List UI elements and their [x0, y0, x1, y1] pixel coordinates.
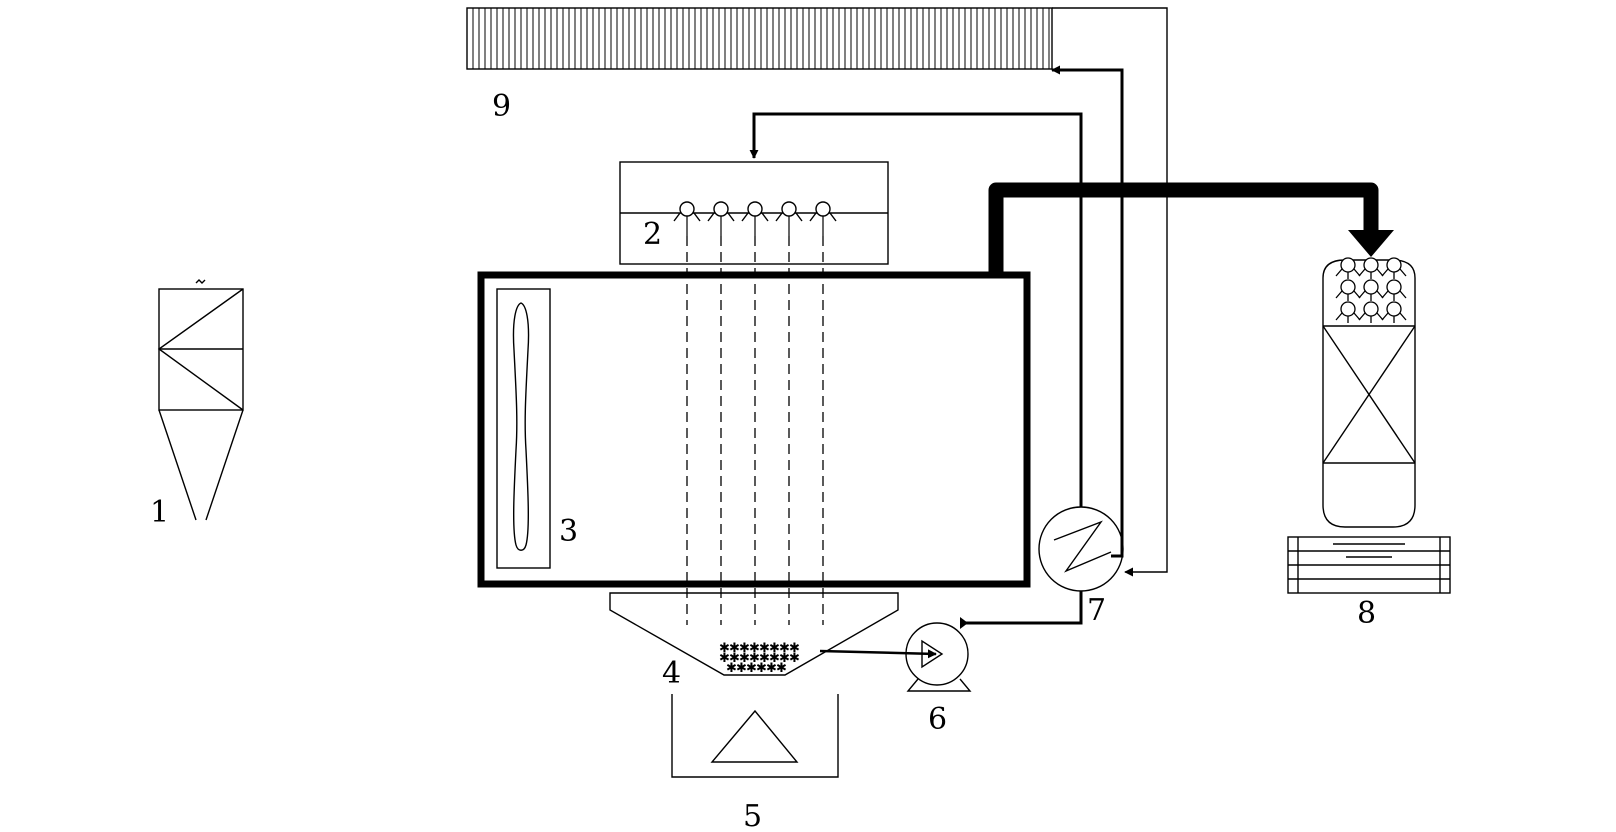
- particle: ✱: [719, 641, 730, 656]
- particle: ✱: [746, 661, 757, 676]
- stirrer-blade: [512, 302, 530, 551]
- label-collector: 5: [743, 799, 762, 832]
- hopper: ✱✱✱✱✱✱✱✱✱✱✱✱✱✱✱✱✱✱✱✱✱✱: [609, 592, 899, 676]
- particle: ✱: [729, 641, 740, 656]
- spray-nozzle: [741, 201, 769, 236]
- column-nozzle: [1358, 257, 1384, 279]
- column-nozzle: [1381, 279, 1407, 301]
- radiator: [466, 7, 1053, 70]
- label-radiator: 9: [492, 89, 511, 124]
- column-nozzle: [1335, 279, 1361, 301]
- particle: ✱: [759, 641, 770, 656]
- particle: ✱: [729, 651, 740, 666]
- particle: ✱: [779, 651, 790, 666]
- column-nozzle: [1358, 279, 1384, 301]
- spray-nozzle: [775, 201, 803, 236]
- duct-arrow: [1348, 230, 1394, 257]
- spray-lines: [686, 236, 824, 625]
- particle: ✱: [789, 641, 800, 656]
- cyclone-separator: [157, 279, 244, 521]
- radiator-fins: [472, 8, 1050, 69]
- column-nozzle: [1381, 301, 1407, 323]
- particle-cluster: ✱✱✱✱✱✱✱✱✱✱✱✱✱✱✱✱✱✱✱✱✱✱: [719, 641, 800, 676]
- particle: ✱: [739, 641, 750, 656]
- spray-nozzle-unit: [619, 161, 889, 265]
- label-chamber: 3: [559, 514, 578, 549]
- column-nozzle: [1358, 301, 1384, 323]
- particle: ✱: [769, 651, 780, 666]
- label-cyclone: 1: [150, 495, 169, 530]
- spray-nozzle: [673, 201, 701, 236]
- tank-base: [1287, 536, 1451, 594]
- label-heat-exchanger: 7: [1087, 593, 1106, 628]
- main-chamber: [477, 271, 1031, 588]
- column-nozzle: [1335, 257, 1361, 279]
- absorption-column: [1322, 257, 1416, 528]
- label-hopper: 4: [662, 656, 681, 691]
- particle: ✱: [739, 651, 750, 666]
- column-nozzle: [1381, 257, 1407, 279]
- spray-nozzles: [673, 201, 837, 236]
- number-labels: 1 2 3 4 5 6 7 8 9: [150, 89, 1376, 832]
- particle: ✱: [769, 641, 780, 656]
- particle: ✱: [756, 661, 767, 676]
- label-tank-base: 8: [1357, 596, 1376, 631]
- particle: ✱: [789, 651, 800, 666]
- particle: ✱: [749, 651, 760, 666]
- spray-nozzle: [809, 201, 837, 236]
- spray-nozzle: [707, 201, 735, 236]
- particle: ✱: [776, 661, 787, 676]
- piping: [749, 7, 1394, 659]
- heat-exchanger: [1038, 506, 1124, 592]
- label-spray-unit: 2: [643, 217, 662, 252]
- particle: ✱: [766, 661, 777, 676]
- particle: ✱: [759, 651, 770, 666]
- collector-bin: [671, 694, 839, 778]
- pump: [905, 622, 972, 692]
- column-spray-nozzles: [1335, 257, 1407, 323]
- label-pump: 6: [928, 702, 947, 737]
- particle: ✱: [749, 641, 760, 656]
- particle: ✱: [736, 661, 747, 676]
- particle: ✱: [719, 651, 730, 666]
- inner-panel: [496, 288, 551, 569]
- column-nozzle: [1335, 301, 1361, 323]
- particle: ✱: [779, 641, 790, 656]
- particle: ✱: [726, 661, 737, 676]
